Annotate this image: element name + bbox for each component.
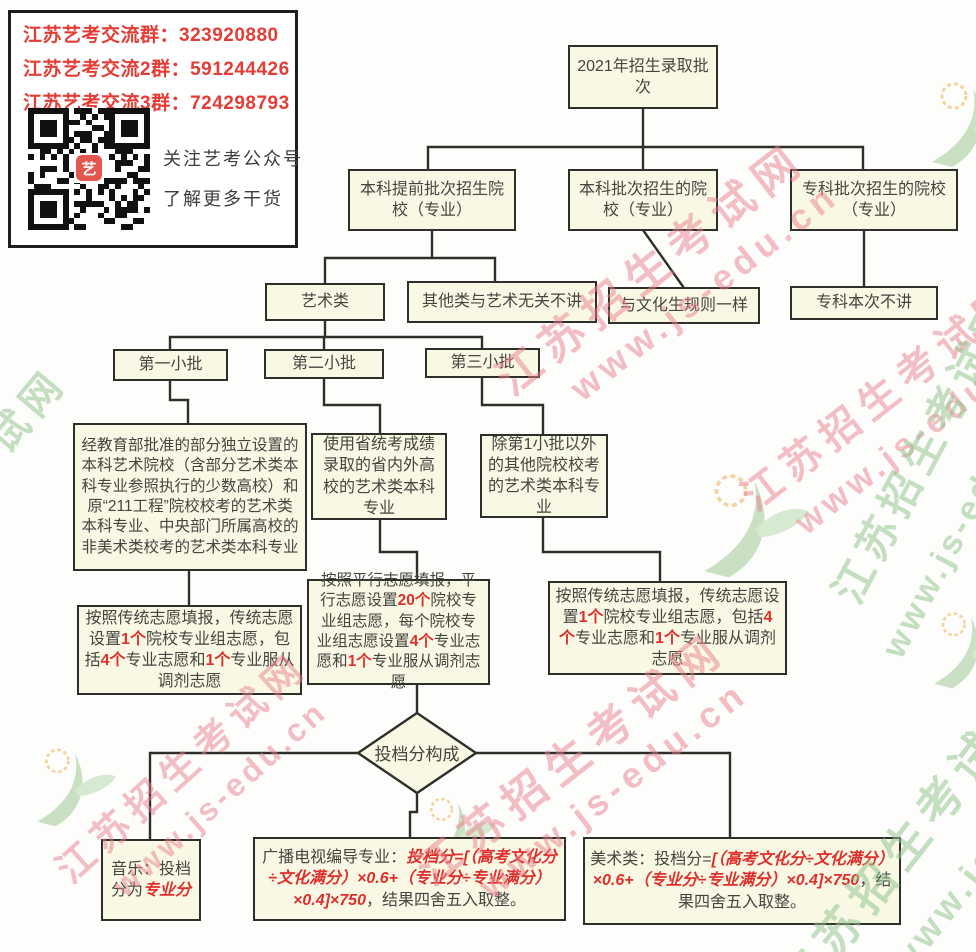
node-batch-2: 第二小批 xyxy=(264,349,384,379)
node-vocational: 专科批次招生的院校（专业） xyxy=(790,169,958,231)
node-root: 2021年招生录取批次 xyxy=(568,45,718,109)
node-rule-traditional-2: 按照传统志愿填报，传统志愿设置1个院校专业组志愿，包括4个专业志愿和1个专业服从… xyxy=(548,581,787,675)
node-other-skip: 其他类与艺术无关不讲 xyxy=(407,281,597,323)
qq-group-1: 江苏艺考交流群：323920880 xyxy=(23,25,279,46)
node-rule-traditional-1: 按照传统志愿填报，传统志愿设置1个院校专业组志愿，包括4个专业志愿和1个专业服从… xyxy=(77,605,302,695)
diamond-label: 投档分构成 xyxy=(374,745,460,764)
node-batch1-desc: 经教育部批准的部分独立设置的本科艺术院校（含部分艺术类本科专业参照执行的少数高校… xyxy=(73,423,307,571)
qr-caption-line2: 了解更多干货 xyxy=(163,189,283,209)
node-score-art: 美术类：投档分=[（高考文化分÷文化满分）×0.6+（专业分÷专业满分）×0.4… xyxy=(583,837,901,925)
node-batch3-desc: 除第1小批以外的其他院校校考的艺术类本科专业 xyxy=(480,434,608,518)
node-rule-parallel: 按照平行志愿填报，平行志愿设置20个院校专业组志愿，每个院校专业组志愿设置4个专… xyxy=(307,572,490,691)
qr-caption-line1: 关注艺考公众号 xyxy=(163,149,303,169)
qr-center-logo: 艺 xyxy=(74,153,104,183)
node-batch2-desc: 使用省统考成绩录取的省内外高校的艺术类本科专业 xyxy=(311,433,447,520)
node-art-category: 艺术类 xyxy=(265,283,385,321)
node-vocational-skip: 专科本次不讲 xyxy=(790,286,938,320)
node-score-music: 音乐：投档分为专业分 xyxy=(101,839,201,921)
node-undergrad-early: 本科提前批次招生院校（专业） xyxy=(348,169,516,231)
qq-group-2: 江苏艺考交流2群：591244426 xyxy=(23,59,290,80)
decision-diamond xyxy=(355,711,479,795)
node-culture-same: 与文化生规则一样 xyxy=(608,287,760,324)
node-batch-3: 第三小批 xyxy=(425,348,540,378)
node-batch-1: 第一小批 xyxy=(113,349,228,381)
qq-info-panel: 江苏艺考交流群：323920880 江苏艺考交流2群：591244426 江苏艺… xyxy=(8,10,301,248)
node-score-broadcast: 广播电视编导专业：投档分=[（高考文化分÷文化满分）×0.6+（专业分÷专业满分… xyxy=(253,837,566,921)
node-undergrad-regular: 本科批次招生的院校（专业） xyxy=(568,169,718,231)
